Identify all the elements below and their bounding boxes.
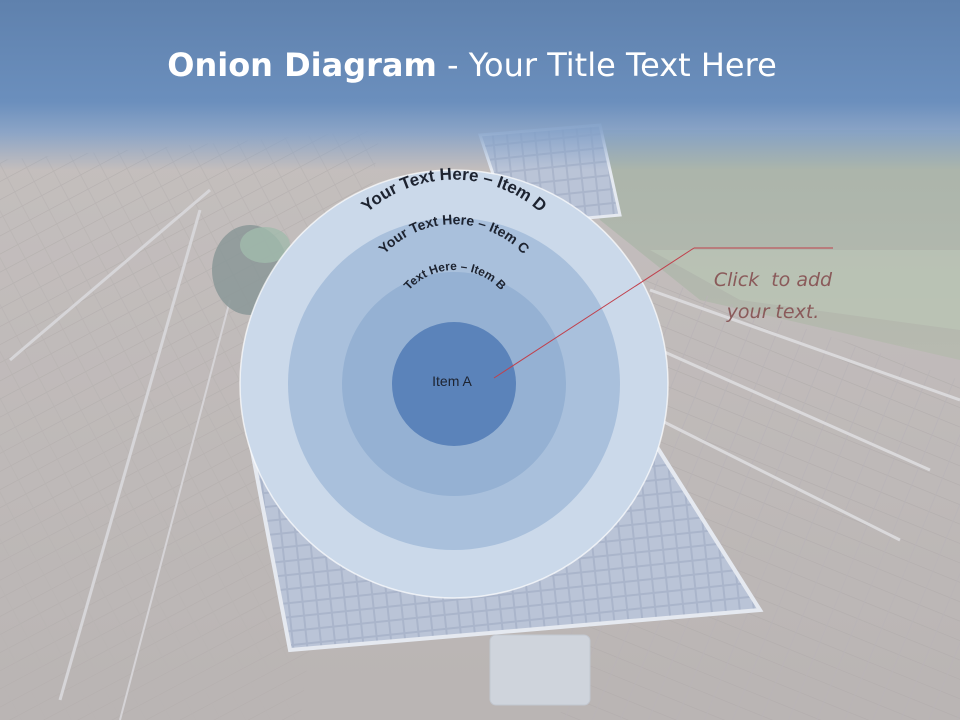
slide-title[interactable]: Onion Diagram - Your Title Text Here — [0, 46, 944, 84]
layer-a[interactable] — [392, 322, 516, 446]
callout-text-box[interactable]: Click to add your text. — [688, 264, 858, 328]
title-bold: Onion Diagram — [167, 46, 437, 84]
layer-a-label: Item A — [432, 373, 472, 389]
title-band — [0, 0, 960, 170]
callout-line-1: Click to add — [713, 269, 833, 291]
callout-leader-line — [493, 247, 695, 379]
title-rest: - Your Title Text Here — [436, 46, 777, 84]
callout-line-2: your text. — [726, 301, 820, 323]
